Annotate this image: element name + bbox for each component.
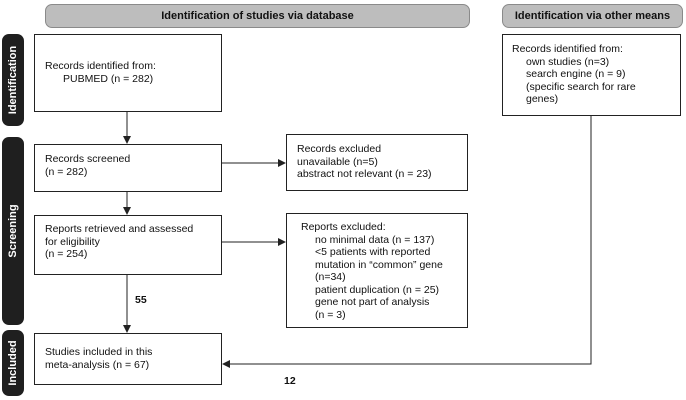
- reports-excluded-few-patients: <5 patients with reported: [315, 246, 431, 258]
- header-database-label: Identification of studies via database: [161, 10, 354, 22]
- other-records-heading: Records identified from:: [512, 43, 623, 55]
- arrow-other-to-included: [222, 116, 592, 368]
- phase-included: Included: [2, 330, 24, 396]
- count-other-to-included: 12: [284, 375, 296, 387]
- phase-screening: Screening: [2, 137, 24, 325]
- reports-excluded-common-gene-count: (n=34): [315, 271, 346, 283]
- reports-retrieved-heading: Reports retrieved and assessed: [45, 223, 194, 235]
- records-screened-count: (n = 282): [45, 165, 88, 178]
- reports-excluded-box: Reports excluded: no minimal data (n = 1…: [286, 213, 468, 328]
- other-records-specific-search: (specific search for rare: [526, 80, 636, 93]
- header-database: Identification of studies via database: [45, 4, 470, 28]
- phase-identification: Identification: [2, 34, 24, 126]
- records-excluded-box: Records excluded unavailable (n=5) abstr…: [286, 134, 468, 191]
- reports-excluded-duplication: patient duplication (n = 25): [315, 283, 440, 296]
- studies-included-heading: Studies included in this: [45, 346, 153, 358]
- records-identified-pubmed: PUBMED (n = 282): [63, 72, 154, 85]
- reports-retrieved-count: (n = 254): [45, 248, 88, 260]
- reports-excluded-gene-not-part: gene not part of analysis: [315, 296, 430, 308]
- other-records-own-studies: own studies (n=3): [526, 55, 610, 68]
- other-records-search-engine: search engine (n = 9): [526, 68, 626, 80]
- studies-included-count: meta-analysis (n = 67): [45, 358, 150, 371]
- other-records-genes: genes): [526, 93, 559, 105]
- records-excluded-unavailable: unavailable (n=5): [297, 155, 378, 168]
- reports-retrieved-eligibility: for eligibility: [45, 235, 100, 248]
- header-other-means-label: Identification via other means: [514, 10, 671, 22]
- records-screened-box: Records screened (n = 282): [34, 144, 222, 192]
- count-database-to-included: 55: [135, 294, 147, 306]
- records-identified-box: Records identified from: PUBMED (n = 282…: [34, 34, 222, 112]
- records-excluded-abstract: abstract not relevant (n = 23): [297, 168, 432, 180]
- records-identified-heading: Records identified from:: [45, 60, 156, 72]
- reports-excluded-no-minimal-data: no minimal data (n = 137): [315, 233, 435, 246]
- reports-retrieved-box: Reports retrieved and assessed for eligi…: [34, 215, 222, 275]
- reports-excluded-heading: Reports excluded:: [301, 221, 386, 233]
- records-screened-heading: Records screened: [45, 153, 131, 165]
- records-excluded-heading: Records excluded: [297, 143, 382, 155]
- reports-excluded-gene-not-part-count: (n = 3): [315, 308, 346, 321]
- studies-included-box: Studies included in this meta-analysis (…: [34, 333, 222, 385]
- reports-excluded-common-gene: mutation in “common” gene: [315, 258, 443, 271]
- header-other-means: Identification via other means: [502, 4, 683, 28]
- other-records-box: Records identified from: own studies (n=…: [502, 34, 681, 116]
